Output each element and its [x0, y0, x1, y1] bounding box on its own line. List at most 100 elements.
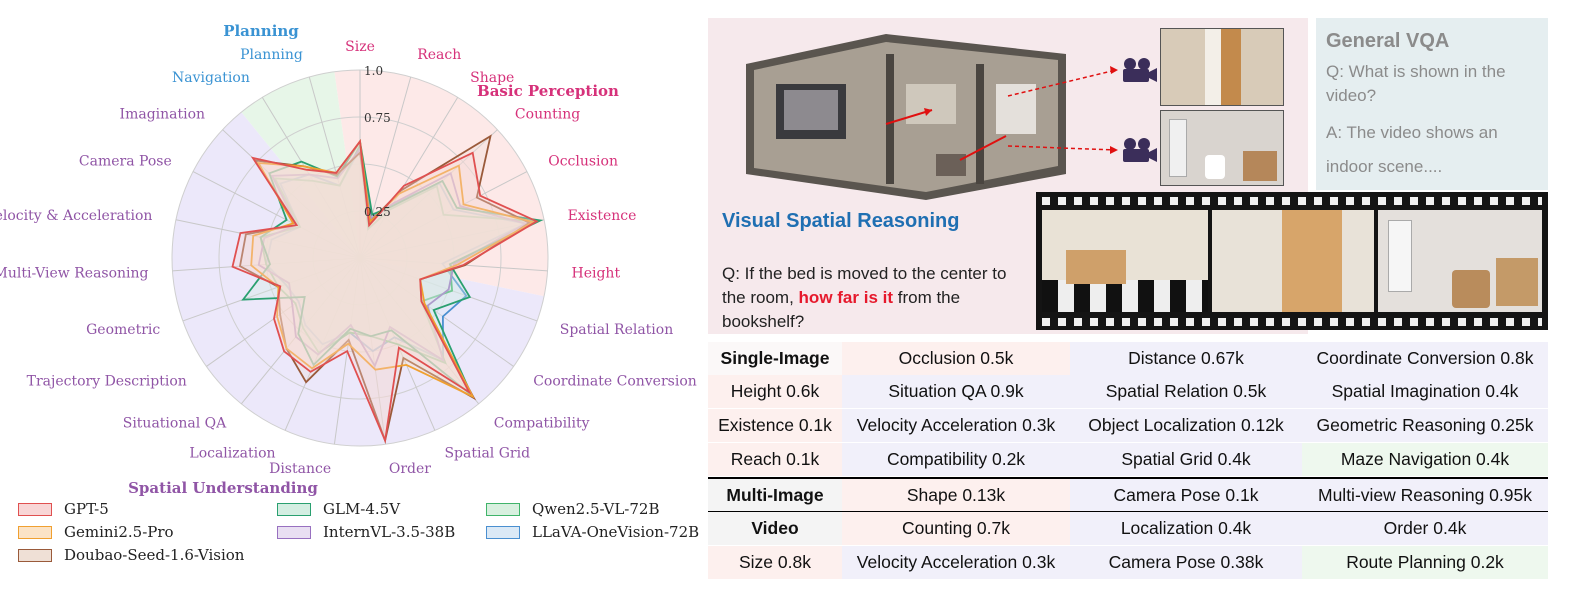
table-cell: Camera Pose 0.1k	[1070, 479, 1302, 512]
video-frame-bathroom	[1378, 210, 1542, 312]
radial-tick-label: 0.75	[364, 111, 391, 125]
axis-label: Counting	[515, 106, 580, 122]
table-cell: Velocity Acceleration 0.3k	[842, 546, 1070, 579]
axis-label: Size	[345, 39, 375, 55]
table-cell: Existence 0.1k	[708, 409, 842, 442]
table-cell: Localization 0.4k	[1070, 512, 1302, 545]
axis-label: Geometric	[86, 322, 160, 338]
axis-spoke	[261, 97, 361, 259]
group-label-basic-perception: Basic Perception	[477, 82, 619, 100]
table-cell: Multi-view Reasoning 0.95k	[1302, 479, 1548, 512]
group-label-spatial-understanding: Spatial Understanding	[128, 479, 318, 497]
legend-label: Doubao-Seed-1.6-Vision	[64, 546, 245, 564]
legend-label: GPT-5	[64, 500, 109, 518]
axis-label: Distance	[269, 461, 331, 477]
legend-label: Qwen2.5-VL-72B	[532, 500, 660, 518]
table-cell: Situation QA 0.9k	[842, 375, 1070, 408]
video-filmstrip	[1036, 192, 1548, 330]
table-cell: Single-Image	[708, 342, 842, 375]
table-divider	[708, 477, 1548, 479]
group-sector	[334, 70, 548, 297]
axis-label: Trajectory Description	[27, 373, 187, 389]
vsr-question-text-end: from the bookshelf?	[722, 288, 961, 331]
legend-swatch	[18, 502, 52, 516]
axis-label: Shape	[470, 70, 514, 86]
axis-label: Localization	[189, 445, 275, 461]
axis-label: Coordinate Conversion	[533, 373, 697, 389]
legend-item-doubao: Doubao-Seed-1.6-Vision	[18, 546, 244, 564]
legend-swatch	[18, 525, 52, 539]
axis-label: Velocity & Acceleration	[0, 208, 152, 224]
dataset-overview-panel: Visual Spatial Reasoning Q: If the bed i…	[708, 18, 1548, 588]
camera-view-bathroom-image	[1160, 110, 1284, 186]
table-cell: Height 0.6k	[708, 375, 842, 408]
filmstrip-holes-top	[1042, 197, 1542, 205]
table-cell: Order 0.4k	[1302, 512, 1548, 545]
axis-spoke	[182, 257, 361, 322]
table-cell: Occlusion 0.5k	[842, 342, 1070, 375]
axis-label: Camera Pose	[79, 153, 172, 169]
axis-label: Height	[572, 265, 621, 281]
camera-view-arrows	[1007, 66, 1118, 154]
legend-label: LLaVA-OneVision-72B	[532, 523, 700, 541]
video-camera-icon	[1123, 138, 1157, 162]
table-row: Single-Image Occlusion 0.5k Distance 0.6…	[708, 342, 1548, 375]
table-cell: Compatibility 0.2k	[842, 443, 1070, 476]
axis-spoke	[206, 257, 361, 367]
table-cell: Video	[708, 512, 842, 545]
general-vqa-question: Q: What is shown in the video?	[1326, 62, 1506, 105]
axis-spoke	[359, 219, 545, 259]
video-frame-kitchen	[1042, 210, 1208, 312]
vsr-question: Q: If the bed is moved to the center to …	[722, 262, 1032, 334]
table-row: Multi-Image Shape 0.13k Camera Pose 0.1k…	[708, 479, 1548, 512]
axis-label: Spatial Grid	[444, 445, 530, 461]
axis-spoke	[359, 97, 459, 259]
axis-label: Situational QA	[123, 415, 227, 431]
series-qwen2-5-vl-72b	[259, 142, 541, 365]
axis-label: Occlusion	[548, 153, 618, 169]
axis-label: Existence	[568, 208, 637, 224]
axis-label: Imagination	[120, 106, 206, 122]
legend-swatch	[277, 525, 311, 539]
table-cell: Spatial Relation 0.5k	[1070, 375, 1302, 408]
table-cell: Distance 0.67k	[1070, 342, 1302, 375]
video-frame-door	[1212, 210, 1374, 312]
radial-tick-label: 1.0	[364, 64, 383, 78]
table-row: Existence 0.1k Velocity Acceleration 0.3…	[708, 409, 1548, 442]
camera-view-door-image	[1160, 28, 1284, 106]
axis-label: Multi-View Reasoning	[0, 265, 149, 281]
table-row: Video Counting 0.7k Localization 0.4k Or…	[708, 512, 1548, 545]
chart-legend: GPT-5 Gemini2.5-Pro Doubao-Seed-1.6-Visi…	[18, 500, 738, 580]
general-vqa-title: General VQA	[1326, 30, 1450, 52]
axis-spoke	[359, 129, 498, 259]
visual-spatial-reasoning-panel: Visual Spatial Reasoning Q: If the bed i…	[708, 18, 1548, 334]
axis-spoke	[222, 129, 361, 259]
axis-spoke	[240, 257, 361, 405]
table-row: Height 0.6k Situation QA 0.9k Spatial Re…	[708, 375, 1548, 408]
table-cell: Camera Pose 0.38k	[1070, 546, 1302, 579]
video-camera-icon	[1123, 58, 1157, 82]
table-cell: Maze Navigation 0.4k	[1302, 443, 1548, 476]
table-cell: Geometric Reasoning 0.25k	[1302, 409, 1548, 442]
legend-item-gemini: Gemini2.5-Pro	[18, 523, 174, 541]
series-gemini2-5-pro	[250, 139, 536, 399]
visual-spatial-reasoning-title: Visual Spatial Reasoning	[722, 210, 960, 232]
table-cell: Multi-Image	[708, 479, 842, 512]
table-cell: Size 0.8k	[708, 546, 842, 579]
filmstrip-holes-bottom	[1042, 318, 1542, 326]
axis-label: Order	[389, 461, 431, 477]
table-cell: Coordinate Conversion 0.8k	[1302, 342, 1548, 375]
axis-spoke	[359, 257, 514, 367]
table-cell: Route Planning 0.2k	[1302, 546, 1548, 579]
table-row: Reach 0.1k Compatibility 0.2k Spatial Gr…	[708, 443, 1548, 476]
vsr-question-text: Q: If the bed is moved to the center to …	[722, 264, 1007, 307]
legend-item-llava: LLaVA-OneVision-72B	[486, 523, 699, 541]
legend-label: Gemini2.5-Pro	[64, 523, 174, 541]
table-row: Size 0.8k Velocity Acceleration 0.3k Cam…	[708, 546, 1548, 579]
general-vqa-panel: General VQA Q: What is shown in the vide…	[1316, 18, 1548, 190]
table-cell: Object Localization 0.12k	[1070, 409, 1302, 442]
axis-spoke	[192, 171, 361, 259]
axis-label: Navigation	[172, 70, 250, 86]
legend-swatch	[486, 525, 520, 539]
